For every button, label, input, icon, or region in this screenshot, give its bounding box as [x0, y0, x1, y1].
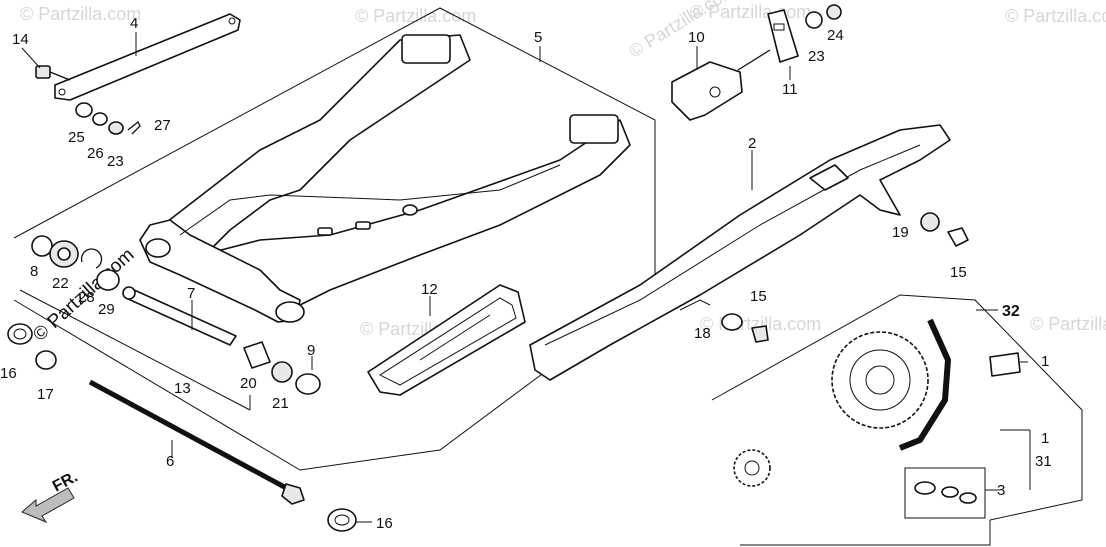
callout-29: 29: [98, 301, 115, 318]
callout-24: 24: [827, 27, 844, 44]
callout-16-bottom: 16: [376, 515, 393, 532]
callout-19: 19: [892, 224, 909, 241]
callout-32: 32: [1002, 303, 1020, 320]
drive-chain: [898, 318, 951, 451]
callout-23-left: 23: [107, 153, 124, 170]
callout-28: 28: [78, 289, 95, 306]
callout-16-left: 16: [0, 365, 17, 382]
collar-7: [122, 286, 237, 346]
watermark-1: © Partzilla.com: [20, 4, 141, 24]
callout-17: 17: [37, 386, 54, 403]
swingarm-part: [139, 34, 631, 323]
spacer-17: [35, 350, 57, 370]
adjuster-plate-11: [767, 9, 799, 63]
callout-21: 21: [272, 395, 289, 412]
callout-31: 31: [1035, 453, 1052, 470]
callout-22: 22: [52, 275, 69, 292]
cap-16-bottom: [327, 508, 357, 532]
front-direction-label: FR.: [50, 468, 81, 495]
label-plate-1: [989, 352, 1021, 377]
callout-27: 27: [154, 117, 171, 134]
hardware-19-15: [920, 212, 969, 247]
callout-18: 18: [694, 325, 711, 342]
callout-11: 11: [782, 81, 798, 98]
callout-13: 13: [174, 380, 191, 397]
callout-20: 20: [240, 375, 257, 392]
callout-14: 14: [12, 31, 29, 48]
callout-2: 2: [748, 135, 756, 152]
callout-25: 25: [68, 129, 85, 146]
callout-15-middle: 15: [750, 288, 767, 305]
watermark-7: © Partzilla.com: [1030, 314, 1106, 334]
callout-9: 9: [307, 342, 315, 359]
chain-case-2: [529, 124, 951, 381]
callout-1-chain: 1: [1041, 430, 1049, 447]
callout-26: 26: [87, 145, 104, 162]
callout-1: 1: [1041, 353, 1049, 370]
chain-slider-12: [367, 284, 526, 396]
bolt-14: [35, 65, 71, 81]
callout-8: 8: [30, 263, 38, 280]
callout-5: 5: [534, 29, 542, 46]
callout-6: 6: [166, 453, 174, 470]
chain-kit-group-outline: [711, 294, 1083, 546]
callout-15-top: 15: [950, 264, 967, 281]
rear-sprocket: [831, 331, 929, 429]
bushings-right: [243, 341, 321, 395]
callout-7: 7: [187, 285, 195, 302]
swingarm-right-plate: [569, 114, 619, 144]
callout-4: 4: [130, 15, 138, 32]
small-hardware-left: [75, 102, 141, 135]
watermark-2: © Partzilla.com: [355, 6, 476, 26]
front-arrow-icon: [21, 487, 75, 524]
part-callouts: 1 1 2 3 4 5 6 7 8 9 10 11 12 13 14 15 15…: [0, 15, 1052, 532]
chain-adjuster-10: [671, 49, 771, 121]
cap-16-left: [7, 323, 33, 345]
callout-lines: [19, 32, 1031, 523]
front-direction-indicator: FR.: [21, 468, 81, 524]
bracket-part: [54, 13, 241, 101]
watermark-4: © Partzilla.com: [1005, 6, 1106, 26]
callout-3: 3: [997, 482, 1005, 499]
bushings-left: [31, 235, 120, 291]
callout-10: 10: [688, 29, 705, 46]
hardware-18-15: [721, 313, 769, 343]
front-sprocket: [733, 449, 771, 487]
swingarm-left-plate: [401, 34, 451, 64]
callout-12: 12: [421, 281, 438, 298]
nuts-23-24: [805, 4, 842, 29]
callout-23-right: 23: [808, 48, 825, 65]
master-link-3: [904, 467, 986, 519]
pivot-bolt-6: [88, 379, 305, 505]
